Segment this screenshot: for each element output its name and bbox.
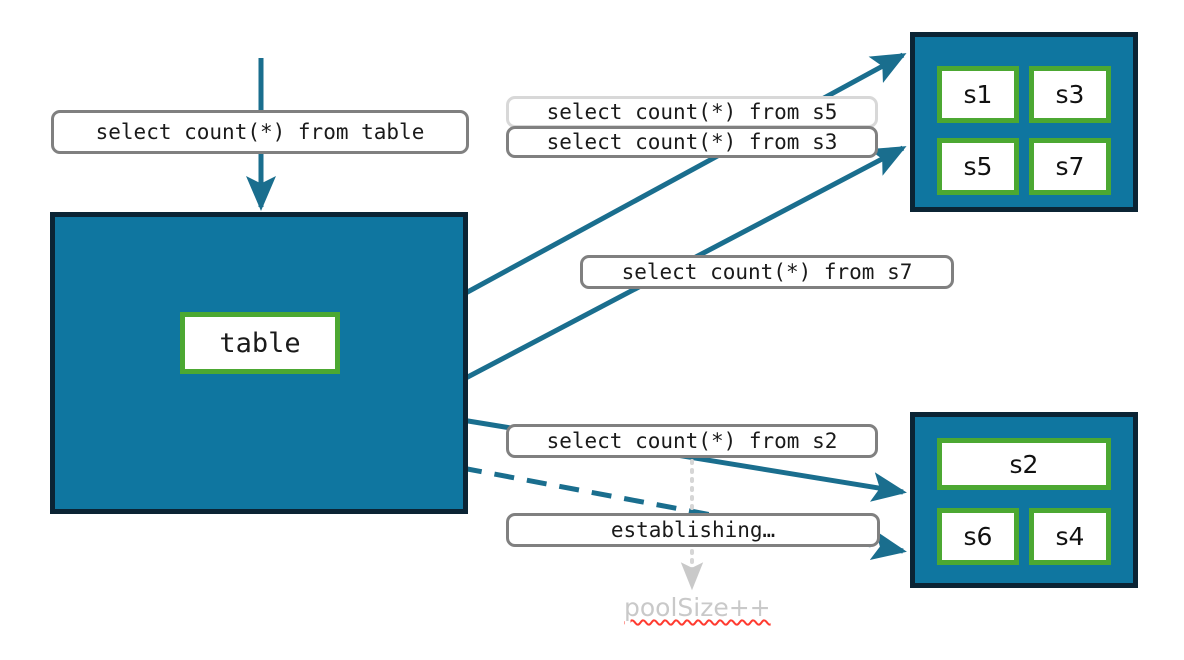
poolsize-annotation: poolSize++	[624, 593, 771, 622]
shard-s2[interactable]: s2	[937, 438, 1111, 490]
query-label-establishing[interactable]: establishing…	[506, 513, 880, 547]
shard-s5[interactable]: s5	[937, 138, 1019, 195]
shard-s4[interactable]: s4	[1029, 508, 1111, 565]
query-label-s2[interactable]: select count(*) from s2	[506, 424, 878, 458]
table-node-label: table	[180, 312, 340, 374]
query-label-s7[interactable]: select count(*) from s7	[580, 255, 954, 289]
query-label-s3[interactable]: select count(*) from s3	[506, 126, 878, 158]
query-label-entry[interactable]: select count(*) from table	[51, 110, 469, 154]
shard-s7[interactable]: s7	[1029, 138, 1111, 195]
shard-s3[interactable]: s3	[1029, 66, 1111, 123]
query-label-s5[interactable]: select count(*) from s5	[506, 96, 878, 128]
shard-s1[interactable]: s1	[937, 66, 1019, 123]
shard-s6[interactable]: s6	[937, 508, 1019, 565]
